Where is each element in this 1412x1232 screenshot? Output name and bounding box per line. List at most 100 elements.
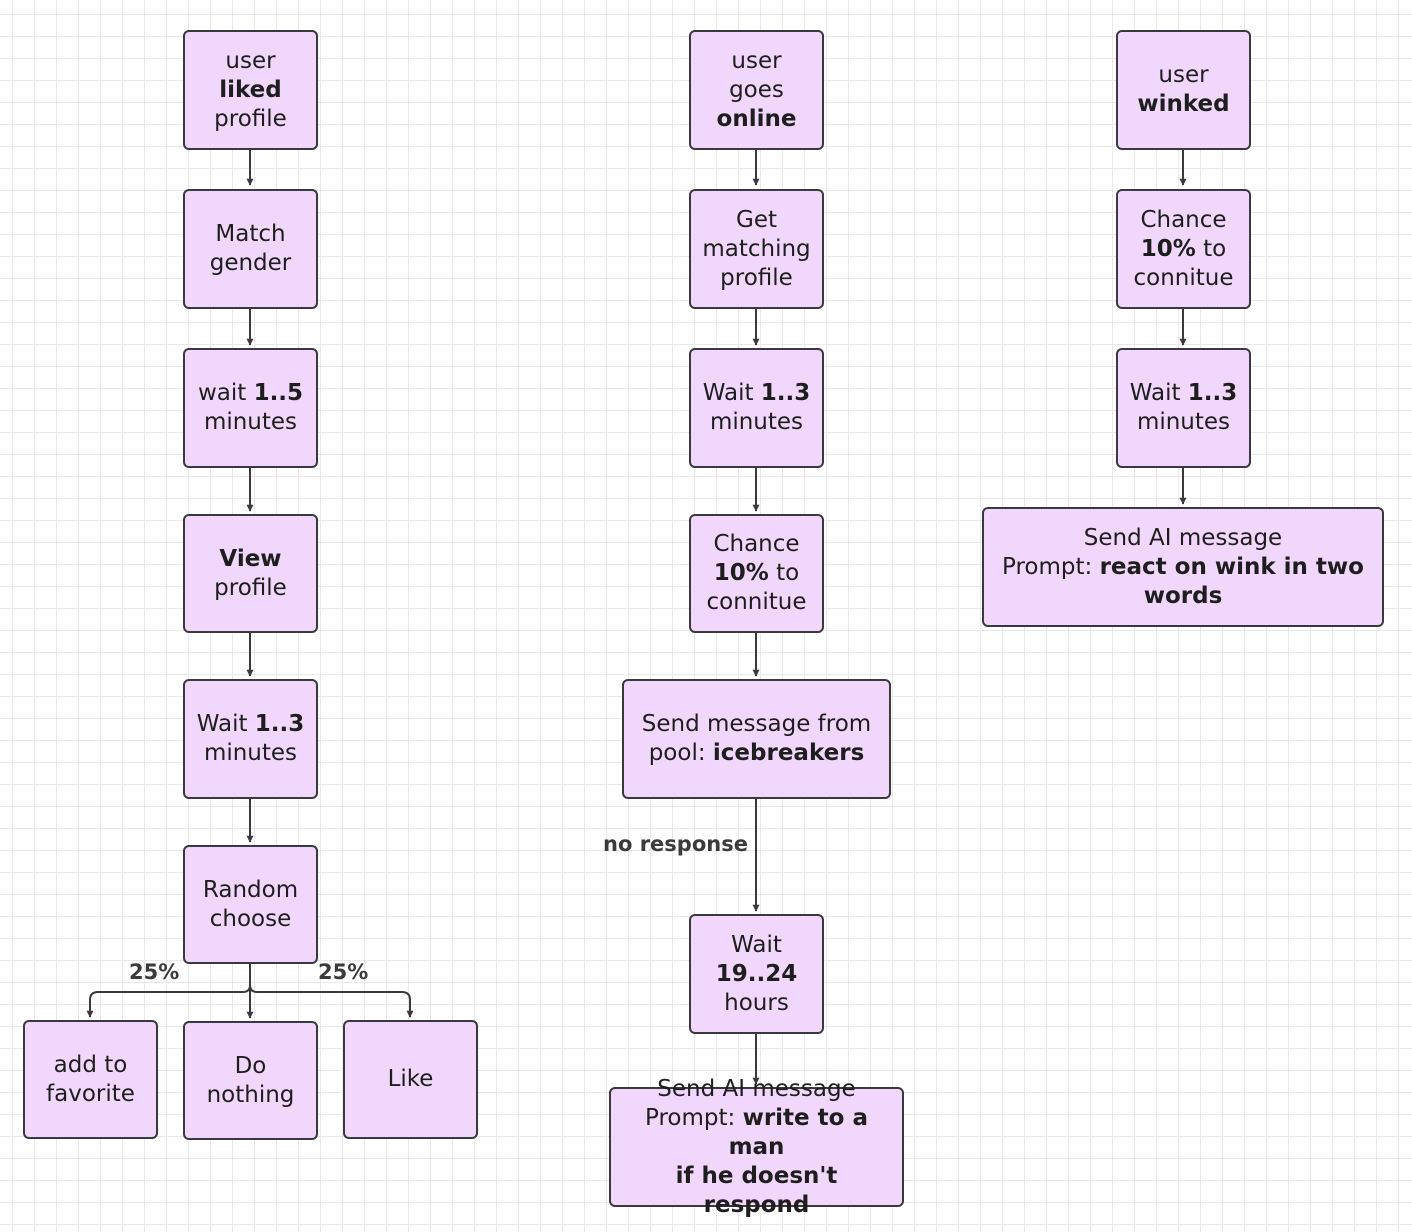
- node-text-bold: 10%: [713, 560, 769, 586]
- edge-label-25-percent-left: 25%: [129, 960, 180, 984]
- node-text: Prompt:: [1002, 553, 1100, 580]
- edge-label-no-response: no response: [603, 832, 748, 856]
- node-line: pool: icebreakers: [642, 739, 871, 768]
- node-text-bold: liked: [219, 76, 282, 103]
- node-line: Wait: [716, 931, 798, 960]
- node-line: winked: [1137, 90, 1229, 119]
- node-line: favorite: [46, 1080, 135, 1109]
- node-line: Get: [702, 206, 810, 235]
- node-line: user: [717, 47, 797, 76]
- node-text: hours: [724, 989, 789, 1016]
- node-text-bold: 1..3: [254, 711, 305, 737]
- node-text: Do: [234, 1052, 267, 1079]
- node-line: choose: [203, 905, 298, 934]
- node-line: add to: [46, 1051, 135, 1080]
- node-text: pool:: [648, 740, 713, 766]
- node-line: Match: [210, 220, 292, 249]
- node-line: matching: [702, 235, 810, 264]
- node-text: user: [225, 47, 276, 74]
- node-text: choose: [209, 905, 292, 932]
- node-text: matching: [702, 235, 811, 262]
- node-user-winked[interactable]: user winked: [1116, 30, 1251, 150]
- node-text: profile: [214, 105, 287, 132]
- node-text: minutes: [203, 740, 298, 766]
- node-line: Random: [203, 876, 298, 905]
- node-text-bold: 19..24: [715, 960, 798, 987]
- node-line: 10% to: [1133, 235, 1233, 264]
- node-text: user: [1158, 62, 1209, 88]
- node-line: profile: [214, 105, 287, 134]
- node-line: user: [214, 47, 287, 76]
- node-text: minutes: [709, 409, 804, 435]
- node-line: Send AI message: [1002, 524, 1364, 553]
- node-line: 19..24: [716, 960, 798, 989]
- node-line: minutes: [703, 408, 811, 437]
- node-line: online: [717, 105, 797, 134]
- node-text-bold: winked: [1137, 91, 1230, 117]
- node-text: Match: [215, 221, 286, 247]
- node-line: nothing: [207, 1081, 295, 1110]
- node-line: words: [1002, 582, 1364, 611]
- node-text-bold: 1..3: [760, 380, 811, 406]
- node-line: gender: [210, 249, 292, 278]
- node-line: Wait 1..3: [703, 379, 811, 408]
- node-text: Send AI message: [1083, 524, 1283, 551]
- node-match-gender[interactable]: Match gender: [183, 189, 318, 309]
- node-text-bold: words: [1143, 582, 1223, 609]
- node-line: if he doesn't respond: [621, 1162, 892, 1220]
- node-like[interactable]: Like: [343, 1020, 478, 1139]
- node-text: profile: [214, 574, 287, 601]
- node-line: hours: [716, 989, 798, 1018]
- node-text: to: [768, 560, 800, 586]
- node-line: Chance: [1133, 206, 1233, 235]
- node-text-bold: if he doesn't respond: [675, 1162, 838, 1218]
- node-text: connitue: [706, 589, 807, 615]
- node-line: Do: [207, 1052, 295, 1081]
- node-text: Random: [202, 876, 299, 903]
- node-line: Chance: [706, 530, 806, 559]
- node-text: Wait: [731, 931, 782, 958]
- node-line: Wait 1..3: [1130, 379, 1238, 408]
- node-line: View: [214, 545, 287, 574]
- node-text: Send AI message: [657, 1075, 856, 1102]
- node-text: goes: [729, 76, 784, 103]
- node-line: minutes: [198, 408, 303, 437]
- node-text: Wait: [1129, 380, 1188, 406]
- node-line: Wait 1..3: [197, 710, 305, 739]
- node-text-bold: icebreakers: [712, 740, 865, 766]
- node-text: Wait: [702, 380, 761, 406]
- node-text: add to: [53, 1051, 128, 1078]
- node-text: profile: [720, 264, 793, 291]
- node-text: Chance: [1140, 206, 1227, 233]
- edge-label-25-percent-right: 25%: [318, 960, 369, 984]
- node-line: Send message from: [642, 710, 871, 739]
- node-text-bold: 10%: [1140, 235, 1196, 262]
- node-line: Prompt: react on wink in two: [1002, 553, 1364, 582]
- node-line: Send AI message: [621, 1075, 892, 1104]
- node-line: user: [1137, 61, 1229, 90]
- node-text: nothing: [206, 1081, 295, 1108]
- node-line: wait 1..5: [198, 379, 303, 408]
- node-text: gender: [209, 250, 292, 276]
- node-text: Like: [387, 1066, 434, 1092]
- node-text-bold: write to a man: [728, 1104, 868, 1160]
- node-line: goes: [717, 76, 797, 105]
- node-line: 10% to: [706, 559, 806, 588]
